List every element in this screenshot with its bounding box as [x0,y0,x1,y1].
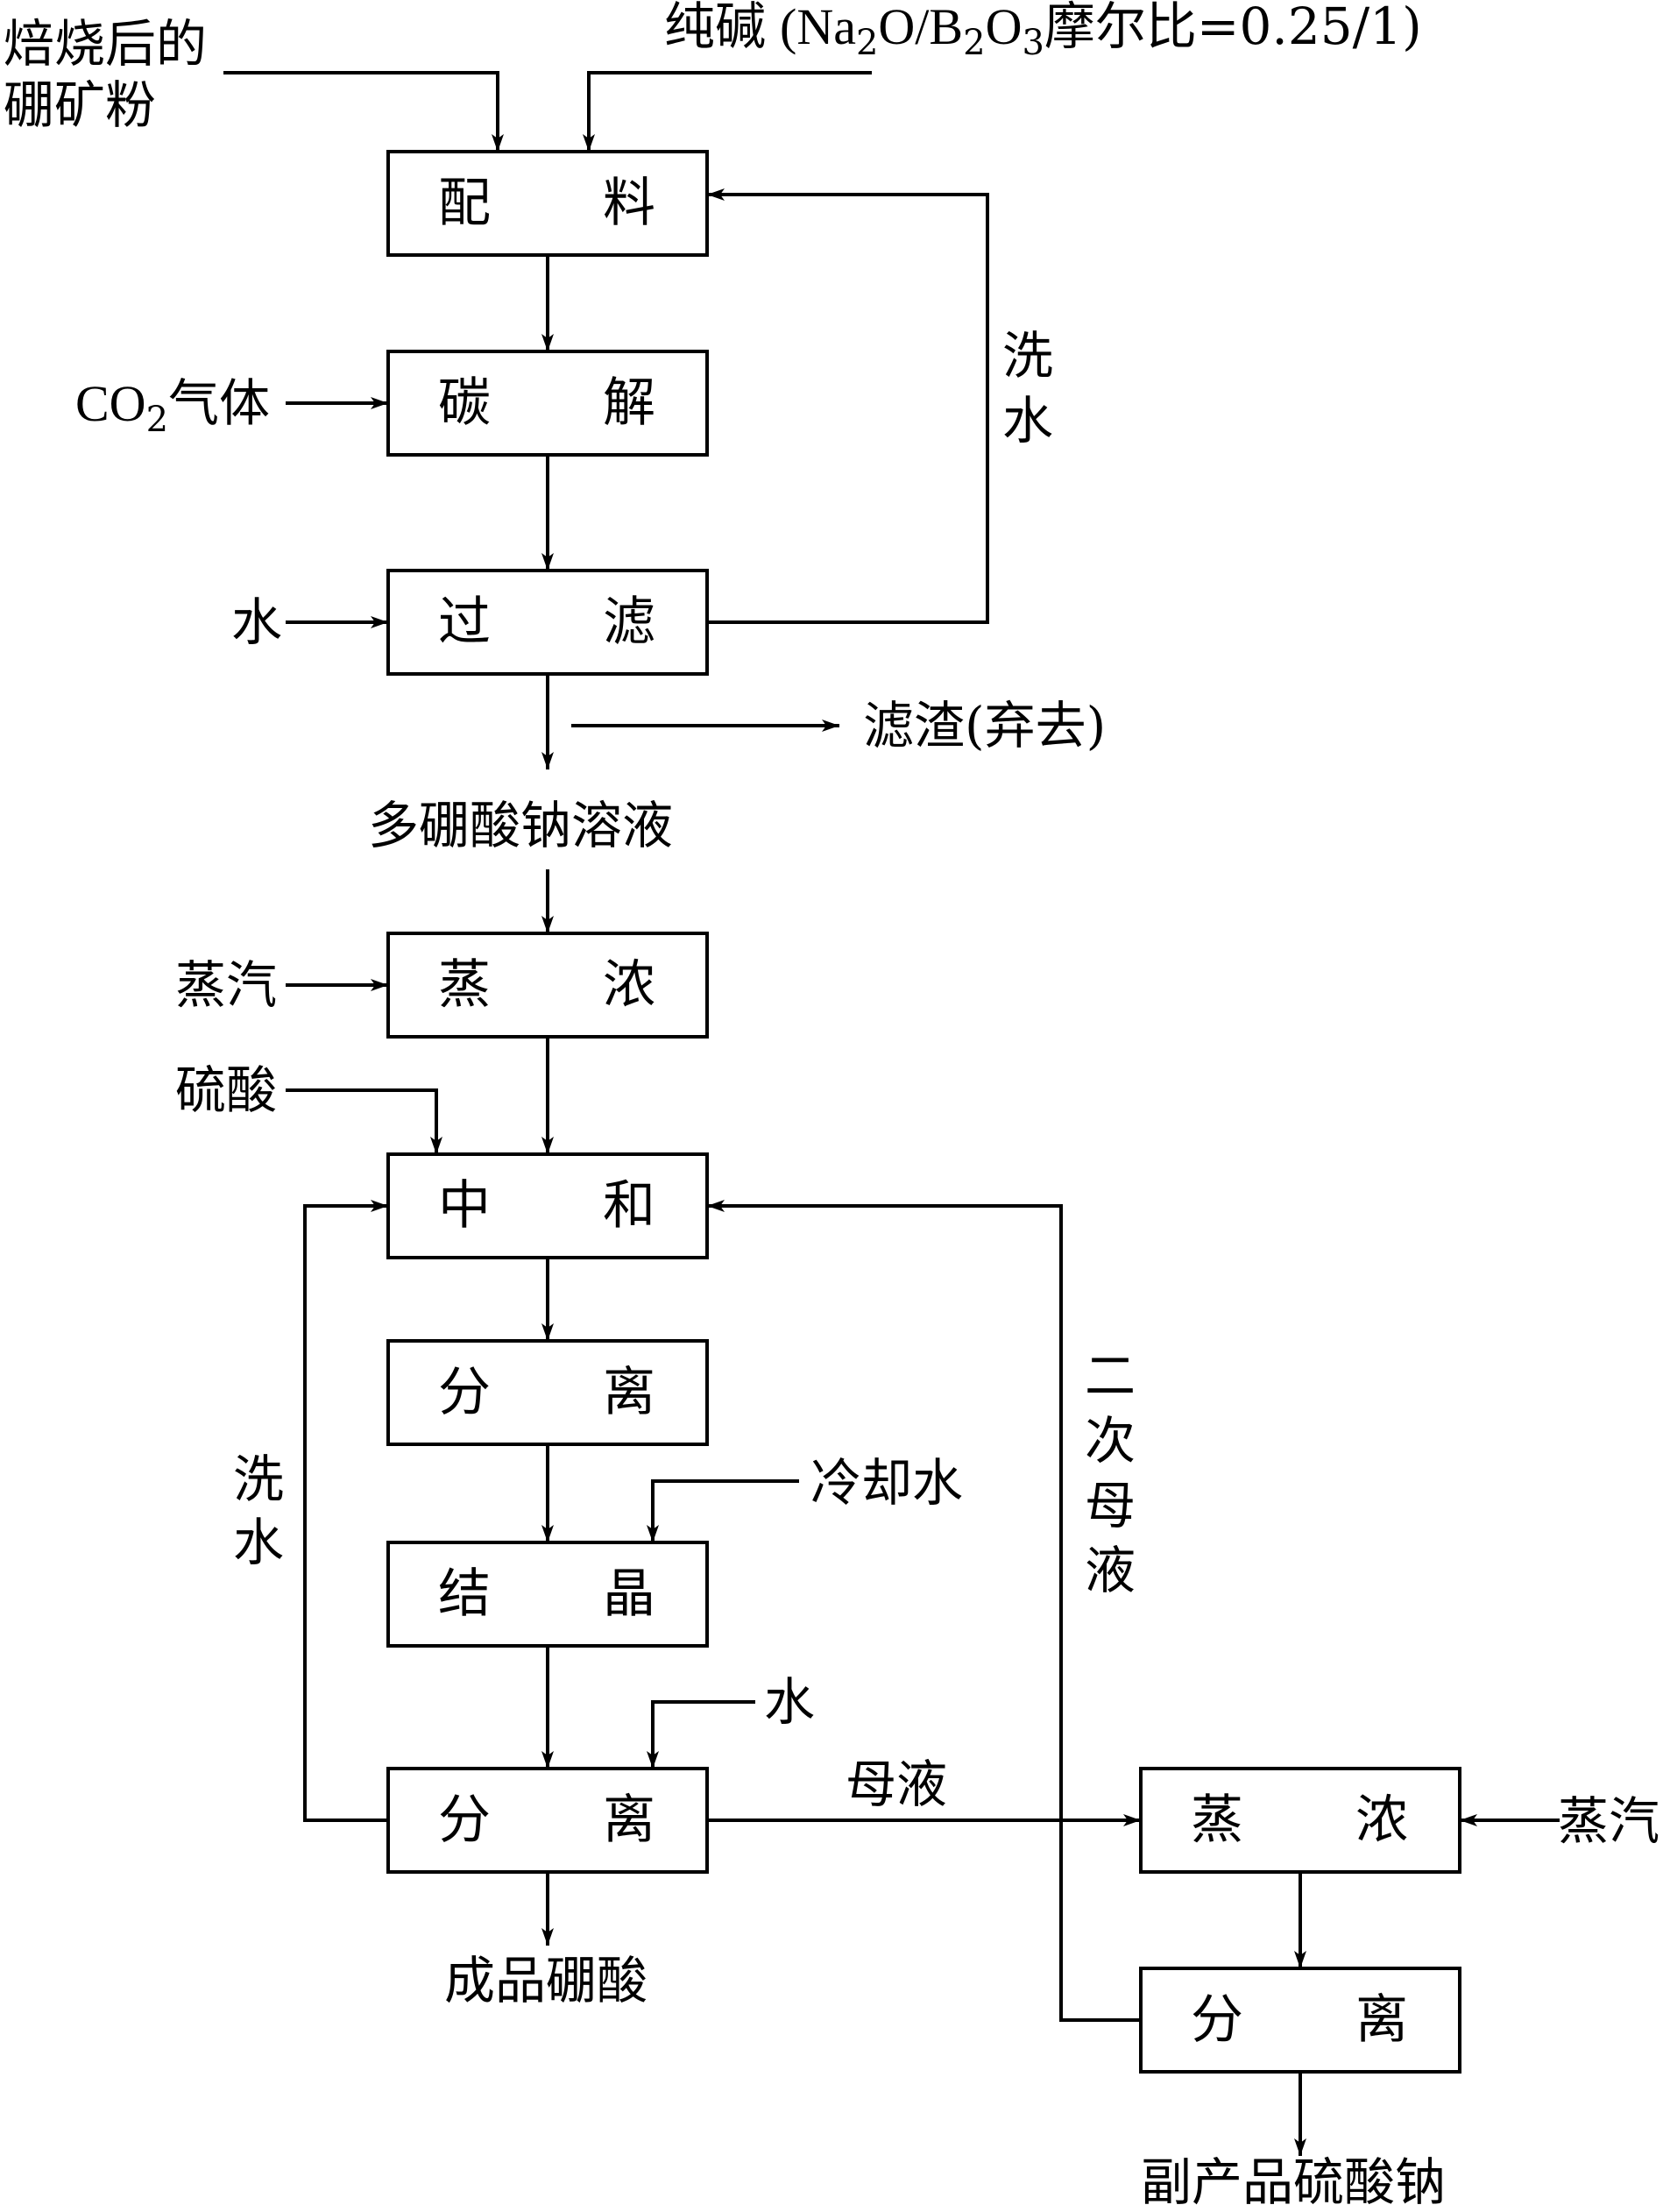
arrow-wash-water-recycle-top [707,188,989,624]
box-fenli-3: 分 离 [1139,1967,1461,2074]
label-byproduct-sodium-sulfate: 副产品硫酸钠 [1141,2152,1446,2212]
box-zhengnong-1: 蒸 浓 [386,932,709,1039]
arrow-soda-to-peiliao [583,71,872,152]
label-wash-water-left-1: 洗 [233,1450,284,1509]
label-wash-water-top-2: 水 [1002,391,1053,450]
box-zhengnong-2: 蒸 浓 [1139,1767,1461,1874]
box-zhengnong-2-left: 蒸 [1191,1790,1243,1851]
arrow-sulfuric-to-zhonghe [286,1088,442,1154]
box-peiliao-right: 料 [603,173,655,234]
box-tanjie-right: 解 [603,372,655,434]
label-steam-2: 蒸汽 [1558,1791,1659,1851]
label-secondary-mother-liquor-1: 二 [1085,1346,1136,1406]
box-fenli-3-right: 离 [1355,1989,1408,2051]
label-product-boric-acid: 成品硼酸 [444,1951,648,2010]
box-zhengnong-1-right: 浓 [603,954,655,1016]
box-fenli-2-left: 分 [438,1790,491,1851]
box-guolv: 过 滤 [386,569,709,676]
box-tanjie-left: 碳 [438,372,491,434]
box-peiliao-left: 配 [438,173,491,234]
label-mother-liquor: 母液 [846,1755,947,1814]
label-cooling-water: 冷却水 [810,1453,963,1513]
label-wash-water-left-2: 水 [233,1513,284,1572]
label-co2-gas: CO2气体 [75,373,270,440]
arrow-roasted-ore-to-peiliao [223,71,504,152]
box-zhonghe-right: 和 [603,1175,655,1237]
box-fenli-1-left: 分 [438,1362,491,1423]
box-peiliao: 配 料 [386,150,709,257]
box-jiejing-right: 晶 [603,1563,655,1625]
label-roasted-ore-line2: 硼矿粉 [4,75,156,135]
label-roasted-ore-line1: 焙烧后的 [4,14,207,74]
box-tanjie: 碳 解 [386,350,709,457]
box-zhonghe: 中 和 [386,1152,709,1259]
label-water-2: 水 [764,1672,815,1732]
box-guolv-left: 过 [438,592,491,653]
label-steam-1: 蒸汽 [175,955,277,1015]
box-fenli-2-right: 离 [603,1790,655,1851]
arrow-wash-water-recycle-left [303,1200,388,1822]
box-zhengnong-2-right: 浓 [1355,1790,1408,1851]
label-secondary-mother-liquor-3: 母 [1085,1476,1136,1535]
label-secondary-mother-liquor-4: 液 [1085,1541,1136,1600]
arrow-cooling-water-to-jiejing [647,1479,799,1542]
arrow-water-to-fenli-2 [647,1700,755,1769]
arrow-secondary-mother-liquor-recycle [707,1200,1141,2022]
box-guolv-right: 滤 [603,592,655,653]
label-wash-water-top-1: 洗 [1002,326,1053,386]
label-soda-ash: 纯碱(Na2O/B2O3摩尔比=0.25/1) [664,0,1422,63]
label-water-filter: 水 [231,592,282,652]
box-fenli-2: 分 离 [386,1767,709,1874]
box-jiejing: 结 晶 [386,1541,709,1648]
label-sulfuric-acid: 硫酸 [175,1060,277,1120]
label-secondary-mother-liquor-2: 次 [1085,1411,1136,1471]
box-fenli-1-right: 离 [603,1362,655,1423]
box-jiejing-left: 结 [438,1563,491,1625]
label-residue: 滤渣(弃去) [863,696,1106,755]
box-zhonghe-left: 中 [438,1175,491,1237]
box-fenli-1: 分 离 [386,1339,709,1446]
box-zhengnong-1-left: 蒸 [438,954,491,1016]
box-fenli-3-left: 分 [1191,1989,1243,2051]
label-polyborate-solution: 多硼酸钠溶液 [368,796,673,855]
